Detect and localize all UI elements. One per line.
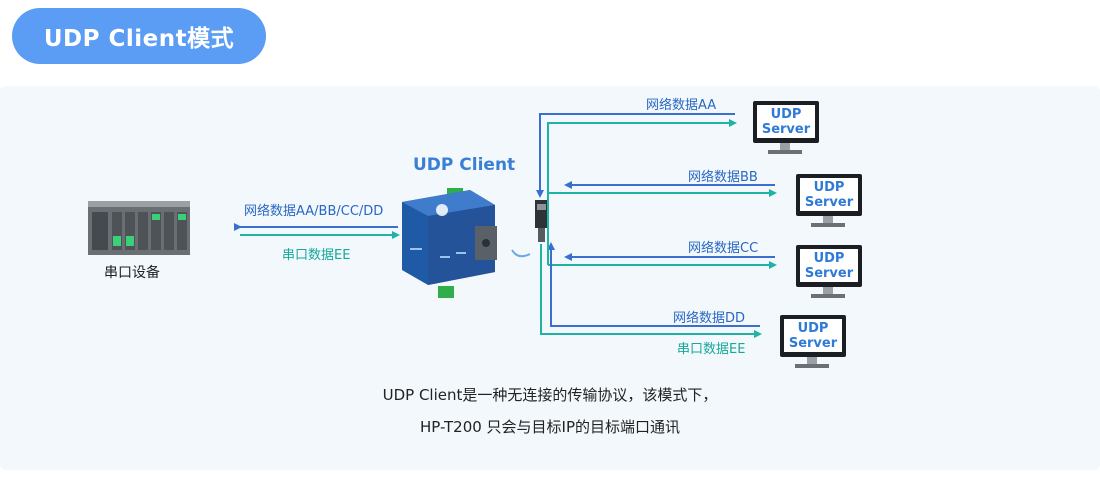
server2-line1: UDP [813, 180, 845, 195]
server-monitor-icon [796, 174, 862, 227]
udp-client-device-icon [402, 188, 497, 298]
server4-label: 网络数据DD [673, 311, 746, 326]
server1-recv-line [536, 113, 735, 198]
left-send-label: 网络数据AA/BB/CC/DD [244, 204, 384, 219]
server3-screen-text: UDP Server [799, 251, 859, 281]
serial-device-label: 串口设备 [104, 265, 160, 281]
server2-line2: Server [804, 195, 854, 210]
cable-curve [511, 249, 531, 258]
server4-line2: Server [788, 336, 838, 351]
server2-screen-text: UDP Server [799, 180, 859, 210]
caption-line2: HP-T200 只会与目标IP的目标端口通讯 [419, 418, 681, 436]
server3-line1: UDP [813, 251, 845, 266]
udp-client-label: UDP Client [413, 155, 516, 175]
server4-recv-line [547, 242, 760, 327]
server-monitor-icon [780, 315, 846, 368]
server-monitor-icon [796, 245, 862, 298]
server3-label: 网络数据CC [688, 241, 759, 256]
ethernet-plug-icon [535, 200, 548, 242]
server4-screen-text: UDP Server [783, 321, 843, 351]
server1-line1: UDP [770, 107, 802, 122]
server2-label: 网络数据BB [688, 170, 758, 185]
server3-line2: Server [804, 266, 854, 281]
server1-line2: Server [761, 122, 811, 137]
serial-device-icon [88, 201, 190, 255]
caption-line1: UDP Client是一种无连接的传输协议，该模式下， [382, 386, 718, 404]
page-title: UDP Client模式 [12, 8, 266, 64]
server1-label: 网络数据AA [646, 98, 717, 113]
server4-send-line [540, 244, 762, 338]
server-monitor-icon [753, 101, 819, 154]
server2-send-line [547, 189, 777, 197]
left-recv-label: 串口数据EE [282, 248, 351, 263]
server4-recv-label: 串口数据EE [677, 342, 746, 357]
server4-line1: UDP [797, 321, 829, 336]
server1-screen-text: UDP Server [756, 107, 816, 137]
